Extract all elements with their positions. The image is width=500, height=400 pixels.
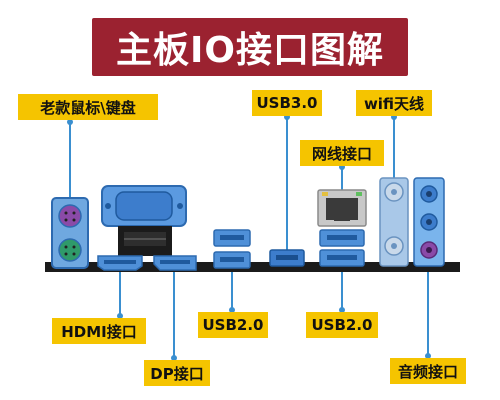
label-usb20-right: USB2.0 — [306, 312, 378, 338]
label-usb30: USB3.0 — [252, 90, 322, 116]
ps2-keyboard-connector — [58, 204, 82, 228]
label-dp: DP接口 — [144, 360, 210, 386]
dp-port — [153, 255, 197, 271]
usb20-left-ports — [213, 229, 251, 269]
label-keyboard-mouse: 老款鼠标\键盘 — [18, 94, 158, 120]
audio-jacks — [413, 177, 445, 267]
dot-dp — [171, 355, 177, 361]
title-banner: 主板IO接口图解 — [92, 18, 408, 76]
io-panel-base — [45, 262, 460, 272]
ps2-port — [51, 197, 89, 269]
hdmi-port — [97, 255, 143, 271]
dot-audio — [425, 353, 431, 359]
dot-usb20-left — [229, 307, 235, 313]
lan-usb-stack — [317, 189, 367, 267]
label-hdmi: HDMI接口 — [52, 318, 146, 344]
vga-port — [101, 185, 187, 256]
title-text: 主板IO接口图解 — [116, 30, 384, 71]
label-wifi: wifi天线 — [356, 90, 432, 116]
label-usb20-left: USB2.0 — [198, 312, 268, 338]
dot-keyboard-mouse — [67, 119, 73, 125]
dot-usb20-right — [339, 307, 345, 313]
leader-lines — [69, 115, 429, 360]
label-lan: 网线接口 — [300, 140, 384, 166]
dot-hdmi — [117, 313, 123, 319]
wifi-antenna-connectors — [379, 177, 409, 267]
label-audio: 音频接口 — [390, 358, 466, 384]
usb30-port — [269, 249, 305, 267]
ps2-mouse-connector — [58, 238, 82, 262]
